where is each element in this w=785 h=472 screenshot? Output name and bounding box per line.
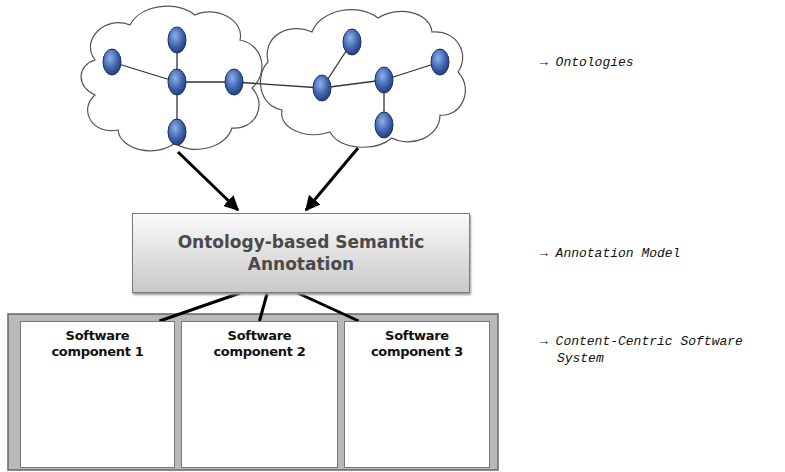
- component-box: Software component 3: [344, 321, 490, 468]
- node-text: Software component 3: [352, 328, 482, 361]
- feed-arrow: [306, 148, 358, 210]
- node-text: Software component 2: [189, 328, 330, 361]
- link-line: [160, 293, 241, 321]
- ontology-cloud: [81, 6, 262, 150]
- layer-label: → Ontologies: [540, 55, 777, 72]
- node-text: Ontology-based Semantic Annotation: [140, 231, 462, 275]
- feed-arrow: [178, 152, 238, 210]
- ontology-cloud: [260, 10, 465, 148]
- annotation-box: Ontology-based Semantic Annotation: [132, 213, 470, 293]
- ontology-concepts: [103, 27, 449, 145]
- link-line: [298, 293, 359, 321]
- node-text: Software component 1: [28, 328, 167, 361]
- layer-label: → Content-Centric Software System: [540, 334, 752, 368]
- component-box: Software component 2: [181, 321, 338, 468]
- component-box: Software component 1: [20, 321, 175, 468]
- layer-label: → Annotation Model: [540, 246, 777, 263]
- system-frame: [8, 314, 498, 470]
- link-line: [260, 293, 268, 321]
